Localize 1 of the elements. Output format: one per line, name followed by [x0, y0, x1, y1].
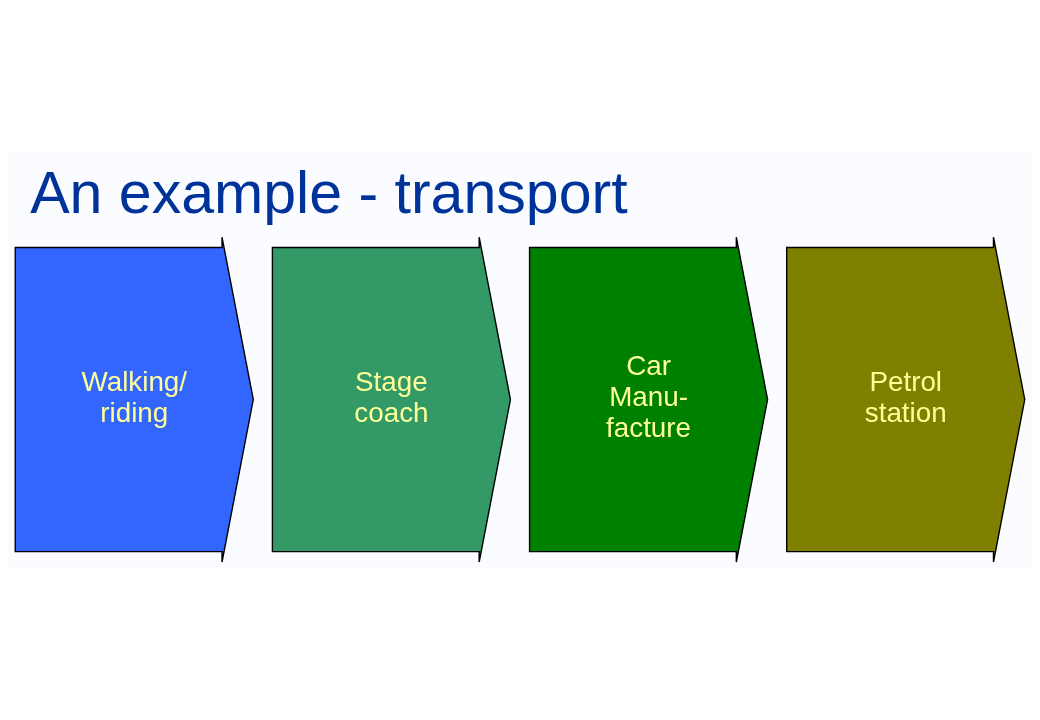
diagram-title: An example - transport [30, 159, 628, 226]
